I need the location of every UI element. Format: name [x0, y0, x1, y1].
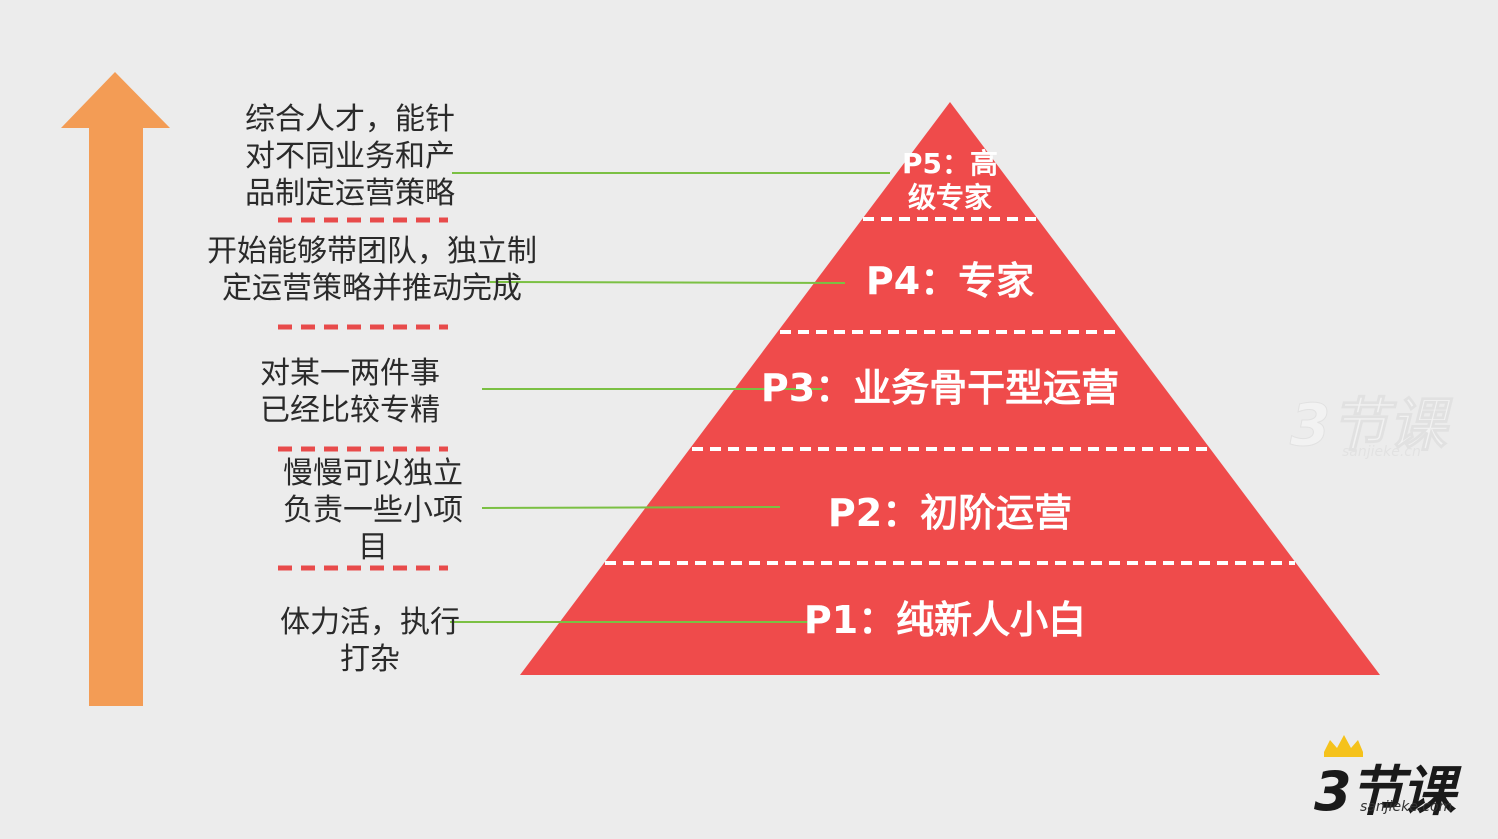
- level-label-p3: P3：业务骨干型运营: [760, 366, 1120, 410]
- level-label-line: 级专家: [907, 181, 992, 214]
- logo-site: sanjieke.com: [1360, 799, 1453, 815]
- description-line: 综合人才，能针: [245, 102, 455, 137]
- watermark: 3节课 sanjieke.cn: [1289, 378, 1460, 468]
- description-line: 已经比较专精: [260, 393, 440, 428]
- level-label-p5: P5：高 级专家: [880, 147, 1020, 215]
- level-label-p2: P2：初阶运营: [827, 491, 1073, 535]
- description-line: 体力活，执行: [280, 605, 460, 640]
- brand-logo: 3节课 sanjieke.com: [1300, 735, 1470, 825]
- description-p5: 综合人才，能针 对不同业务和产 品制定运营策略: [220, 101, 480, 212]
- description-line: 打杂: [340, 642, 400, 677]
- description-line: 定运营策略并推动完成: [222, 271, 522, 306]
- level-label-p4: P4：专家: [865, 259, 1035, 303]
- description-line: 负责一些小项: [283, 493, 463, 528]
- pyramid: [520, 102, 1380, 675]
- description-p1: 体力活，执行 打杂: [245, 604, 495, 678]
- logo-brand: 3节课: [1314, 760, 1456, 823]
- description-p4: 开始能够带团队，独立制 定运营策略并推动完成: [182, 233, 562, 307]
- level-label-line: P5：高: [901, 147, 998, 180]
- description-line: 对某一两件事: [260, 356, 440, 391]
- description-line: 慢慢可以独立: [283, 456, 463, 491]
- crown-icon: [1324, 735, 1363, 757]
- description-line: 目: [358, 530, 388, 565]
- growth-arrow-icon: [61, 72, 170, 706]
- description-p2: 慢慢可以独立 负责一些小项 目: [253, 455, 493, 566]
- watermark-site: sanjieke.cn: [1342, 444, 1421, 460]
- description-line: 品制定运营策略: [245, 176, 455, 211]
- level-label-p1: P1：纯新人小白: [803, 598, 1087, 642]
- description-line: 对不同业务和产: [245, 139, 455, 174]
- connector-p2: [481, 506, 781, 509]
- connector-p4: [489, 281, 846, 284]
- description-line: 开始能够带团队，独立制: [207, 234, 537, 269]
- description-p3: 对某一两件事 已经比较专精: [230, 355, 470, 429]
- watermark-brand: 3节课: [1289, 391, 1447, 460]
